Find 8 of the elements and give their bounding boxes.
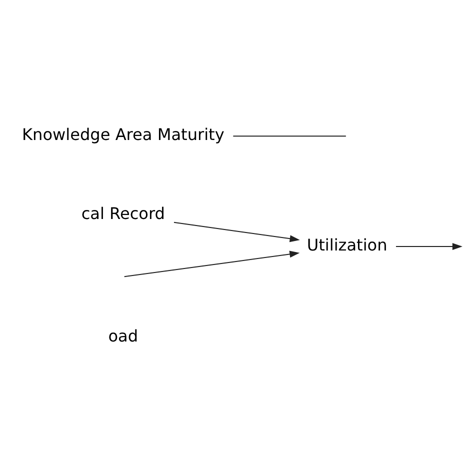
node-text: oad (108, 326, 138, 346)
node-text: Knowledge Area Maturity (22, 124, 224, 144)
node-text: cal Record (80, 204, 165, 224)
connector (232, 136, 346, 137)
node-text: Utilization (306, 235, 387, 254)
arrow (124, 250, 300, 278)
arrow (396, 243, 462, 250)
arrow (173, 222, 300, 242)
